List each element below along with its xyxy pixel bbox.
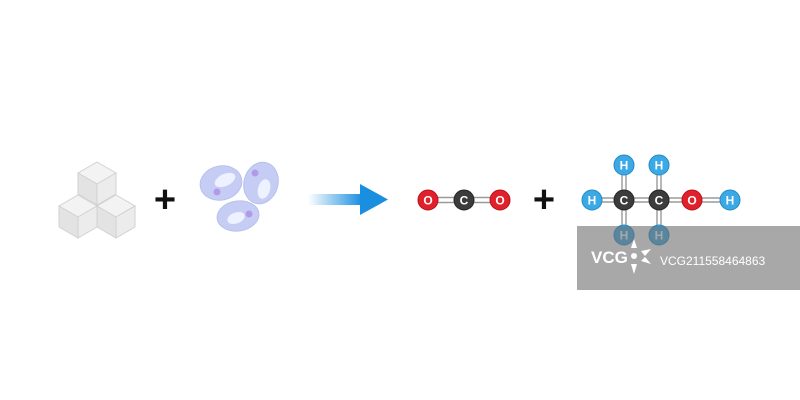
reaction-arrow-icon [308,184,388,215]
ethanol-atom-h-right: H [719,189,741,211]
ethanol-atom-c2: C [648,189,670,211]
ethanol-atom-h-left: H [581,189,603,211]
ethanol-atom-h-c1-top: H [613,154,635,176]
svg-text:H: H [655,159,664,173]
svg-text:O: O [687,194,696,208]
svg-text:O: O [423,194,432,208]
svg-text:VCG: VCG [591,248,628,267]
yeast-cell-1 [199,165,243,201]
svg-text:C: C [655,194,664,208]
plus-sign-2: + [533,179,555,221]
yeast-cells-icon [199,161,279,232]
sugar-cubes-icon [58,161,136,239]
co2-atom-o-right: O [489,189,511,211]
ethanol-atom-h-c2-top: H [648,154,670,176]
svg-text:+: + [533,179,555,221]
svg-text:H: H [726,194,735,208]
ethanol-atom-o: O [681,189,703,211]
carbon-dioxide-molecule: O C O [417,189,511,211]
sugar-cube-top [77,161,117,206]
plus-sign-1: + [154,179,176,221]
watermark-id: VCG211558464863 [660,254,766,268]
svg-text:C: C [620,194,629,208]
svg-text:C: C [460,194,469,208]
co2-atom-c: C [453,189,475,211]
yeast-cell-2 [243,161,279,205]
svg-text:O: O [495,194,504,208]
svg-text:H: H [620,159,629,173]
svg-text:+: + [154,179,176,221]
sugar-cube-right [96,194,136,239]
ethanol-atom-c1: C [613,189,635,211]
co2-atom-o-left: O [417,189,439,211]
svg-text:H: H [588,194,597,208]
watermark: VCG VCG211558464863 [577,226,800,290]
watermark-backdrop [577,226,800,290]
yeast-cell-3 [216,200,260,232]
watermark-logo: VCG [591,239,651,274]
watermark-logo-mark-icon [631,239,651,274]
